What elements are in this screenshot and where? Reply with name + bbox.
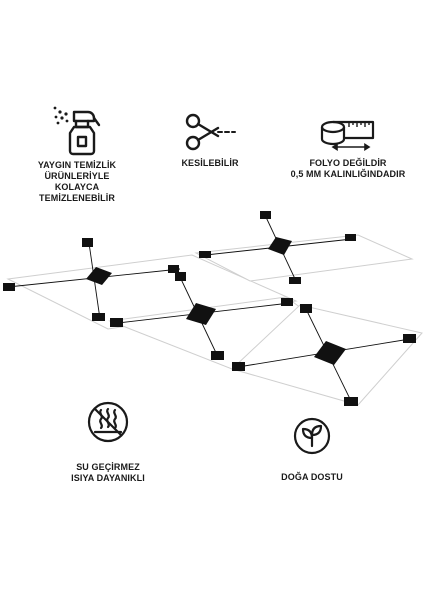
label-line: KESİLEBİLİR bbox=[181, 158, 239, 168]
feature-thickness: FOLYO DEĞİLDİR 0,5 MM KALINLIĞINDADIR bbox=[288, 118, 408, 180]
feature-easy-clean: YAYGIN TEMİZLİK ÜRÜNLERİYLE KOLAYCA TEMİ… bbox=[22, 104, 132, 204]
leaf-eco-icon bbox=[293, 417, 331, 455]
feature-label: YAYGIN TEMİZLİK ÜRÜNLERİYLE KOLAYCA TEMİ… bbox=[22, 160, 132, 204]
feature-cuttable: KESİLEBİLİR bbox=[165, 112, 255, 169]
label-line: FOLYO DEĞİLDİR bbox=[309, 158, 387, 168]
scissors-icon bbox=[185, 113, 236, 151]
label-line: TEMİZLENEBİLİR bbox=[39, 193, 115, 203]
label-line: YAYGIN TEMİZLİK bbox=[37, 160, 117, 170]
feature-label: FOLYO DEĞİLDİR 0,5 MM KALINLIĞINDADIR bbox=[288, 158, 408, 180]
water-heat-resistant-icon bbox=[87, 401, 129, 443]
label-line: KOLAYCA bbox=[54, 182, 100, 192]
tile-sticker bbox=[194, 211, 414, 284]
feature-label: KESİLEBİLİR bbox=[165, 158, 255, 169]
label-line: ÜRÜNLERİYLE bbox=[44, 171, 110, 181]
label-line: 0,5 MM KALINLIĞINDADIR bbox=[290, 169, 406, 179]
feature-eco-friendly: DOĞA DOSTU bbox=[262, 416, 362, 483]
feature-waterproof: SU GEÇİRMEZ ISIYA DAYANIKLI bbox=[48, 400, 168, 484]
feature-label: SU GEÇİRMEZ ISIYA DAYANIKLI bbox=[48, 462, 168, 484]
tile-sticker bbox=[231, 304, 423, 406]
label-line: DOĞA DOSTU bbox=[281, 472, 343, 482]
label-line: SU GEÇİRMEZ bbox=[76, 462, 140, 472]
label-line: ISIYA DAYANIKLI bbox=[71, 473, 145, 483]
tile-stickers-illustration bbox=[3, 211, 423, 406]
feature-label: DOĞA DOSTU bbox=[262, 472, 362, 483]
measuring-tape-icon bbox=[320, 120, 375, 151]
spray-bottle-icon bbox=[53, 106, 101, 156]
